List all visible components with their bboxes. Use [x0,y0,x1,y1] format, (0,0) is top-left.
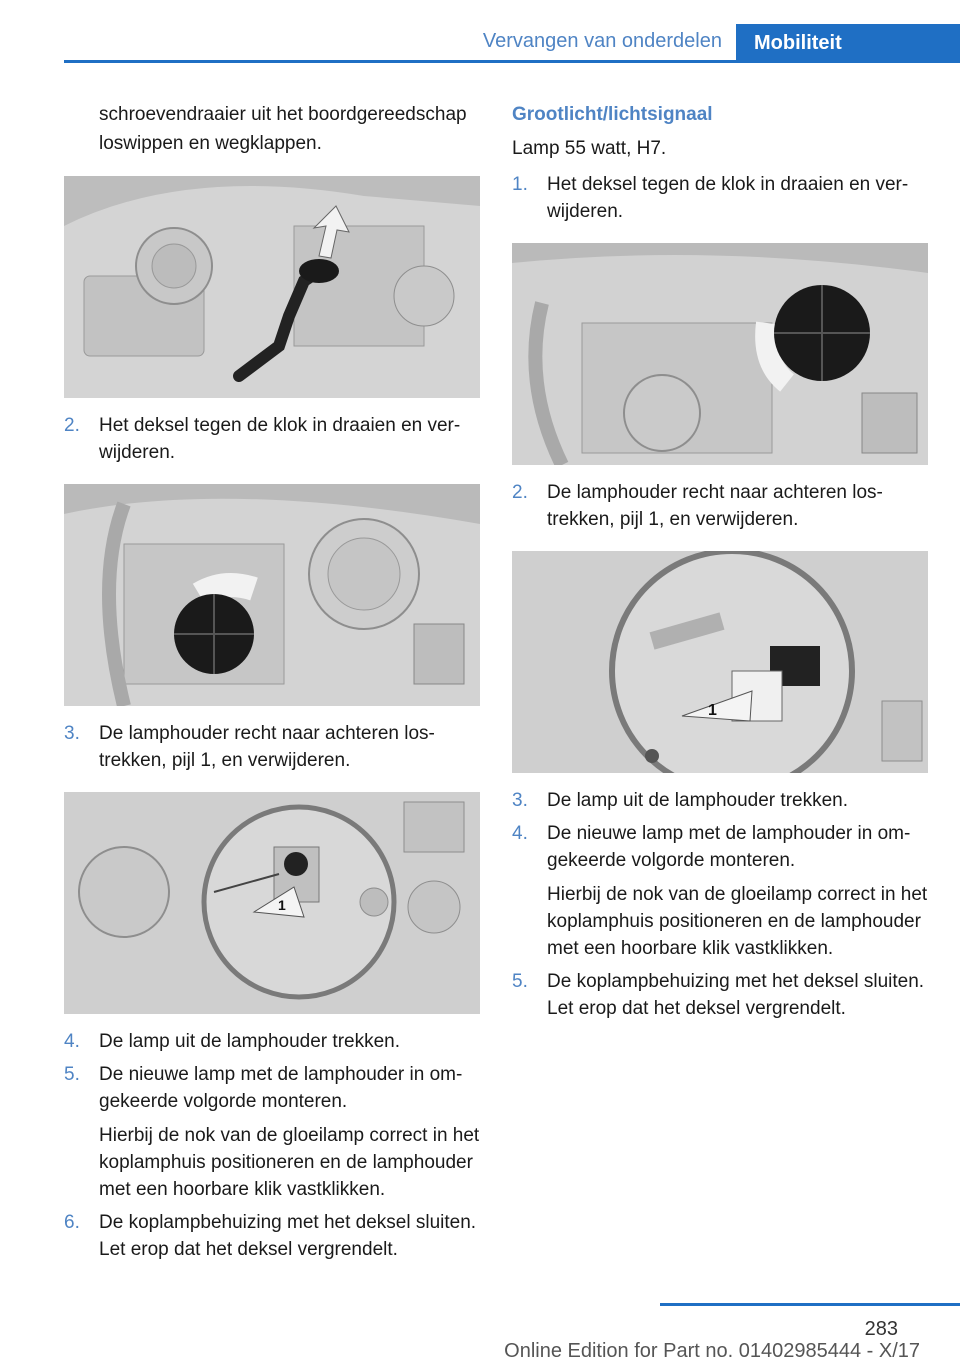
list-item: 5. De nieuwe lamp met de lamphouder in o… [64,1061,480,1203]
step-number: 5. [64,1064,80,1085]
step-text: De lamp uit de lamphouder trekken. [547,790,848,811]
list-item: 3. De lamp uit de lamphouder trekken. [512,787,928,814]
headlight-illustration: 1 [64,792,480,1014]
header-rule [64,60,960,63]
step-number: 4. [512,823,528,844]
step-number: 2. [512,482,528,503]
step-text: De lamphouder recht naar achteren los­tr… [547,482,883,530]
left-column: schroevendraaier uit het boordgereed­sch… [64,100,480,1263]
step-text: Het deksel tegen de klok in draaien en v… [547,174,909,222]
arrow-label: 1 [708,702,717,719]
step-number: 6. [64,1212,80,1233]
step-text: De koplampbehuizing met het deksel slui­… [99,1212,477,1260]
step-text: De lamphouder recht naar achteren los­tr… [99,723,435,771]
figure-turn-cover [64,484,480,706]
step-subtext: Hierbij de nok van de gloeilamp correct … [99,1125,480,1200]
list-item: 2. Het deksel tegen de klok in draaien e… [64,412,480,466]
step-number: 1. [512,174,528,195]
figure-lampholder: 1 [64,792,480,1014]
step-subtext: Hierbij de nok van de gloeilamp correct … [547,884,928,959]
section-heading: Grootlicht/lichtsignaal [512,104,713,125]
right-column: Grootlicht/lichtsignaal Lamp 55 watt, H7… [512,100,928,1022]
list-item: 5. De koplampbehuizing met het deksel sl… [512,968,928,1022]
step-text: De nieuwe lamp met de lamphouder in om­g… [547,823,911,871]
list-item: 3. De lamphouder recht naar achteren los… [64,720,480,774]
headlight-illustration: 1 [512,551,928,773]
step-number: 3. [512,790,528,811]
arrow-label: 1 [278,897,286,913]
headlight-illustration [64,484,480,706]
step-number: 2. [64,415,80,436]
lamp-spec: Lamp 55 watt, H7. [512,138,667,159]
step-number: 4. [64,1031,80,1052]
figure-screwdriver-cover [64,176,480,398]
footer-rule [660,1303,960,1306]
list-item: 4. De lamp uit de lamphouder trekken. [64,1028,480,1055]
step-number: 3. [64,723,80,744]
edition-note: Online Edition for Part no. 01402985444 … [504,1340,920,1362]
step-text: De nieuwe lamp met de lamphouder in om­g… [99,1064,463,1112]
figure-highbeam-lampholder: 1 [512,551,928,773]
intro-text: schroevendraaier uit het boordgereed­sch… [99,104,467,154]
page-number: 283 [864,1318,898,1340]
list-item: 6. De koplampbehuizing met het deksel sl… [64,1209,480,1263]
step-number: 5. [512,971,528,992]
step-text: Het deksel tegen de klok in draaien en v… [99,415,461,463]
headlight-illustration [64,176,480,398]
list-item: 4. De nieuwe lamp met de lamphouder in o… [512,820,928,962]
step-text: De lamp uit de lamphouder trekken. [99,1031,400,1052]
headlight-illustration [512,243,928,465]
list-item: 1. Het deksel tegen de klok in draaien e… [512,171,928,225]
figure-highbeam-cover [512,243,928,465]
list-item: 2. De lamphouder recht naar achteren los… [512,479,928,533]
header-section-title: Vervangen van onderdelen [482,30,722,52]
step-text: De koplampbehuizing met het deksel slui­… [547,971,925,1019]
header-chapter-tab: Mobiliteit [736,24,960,63]
